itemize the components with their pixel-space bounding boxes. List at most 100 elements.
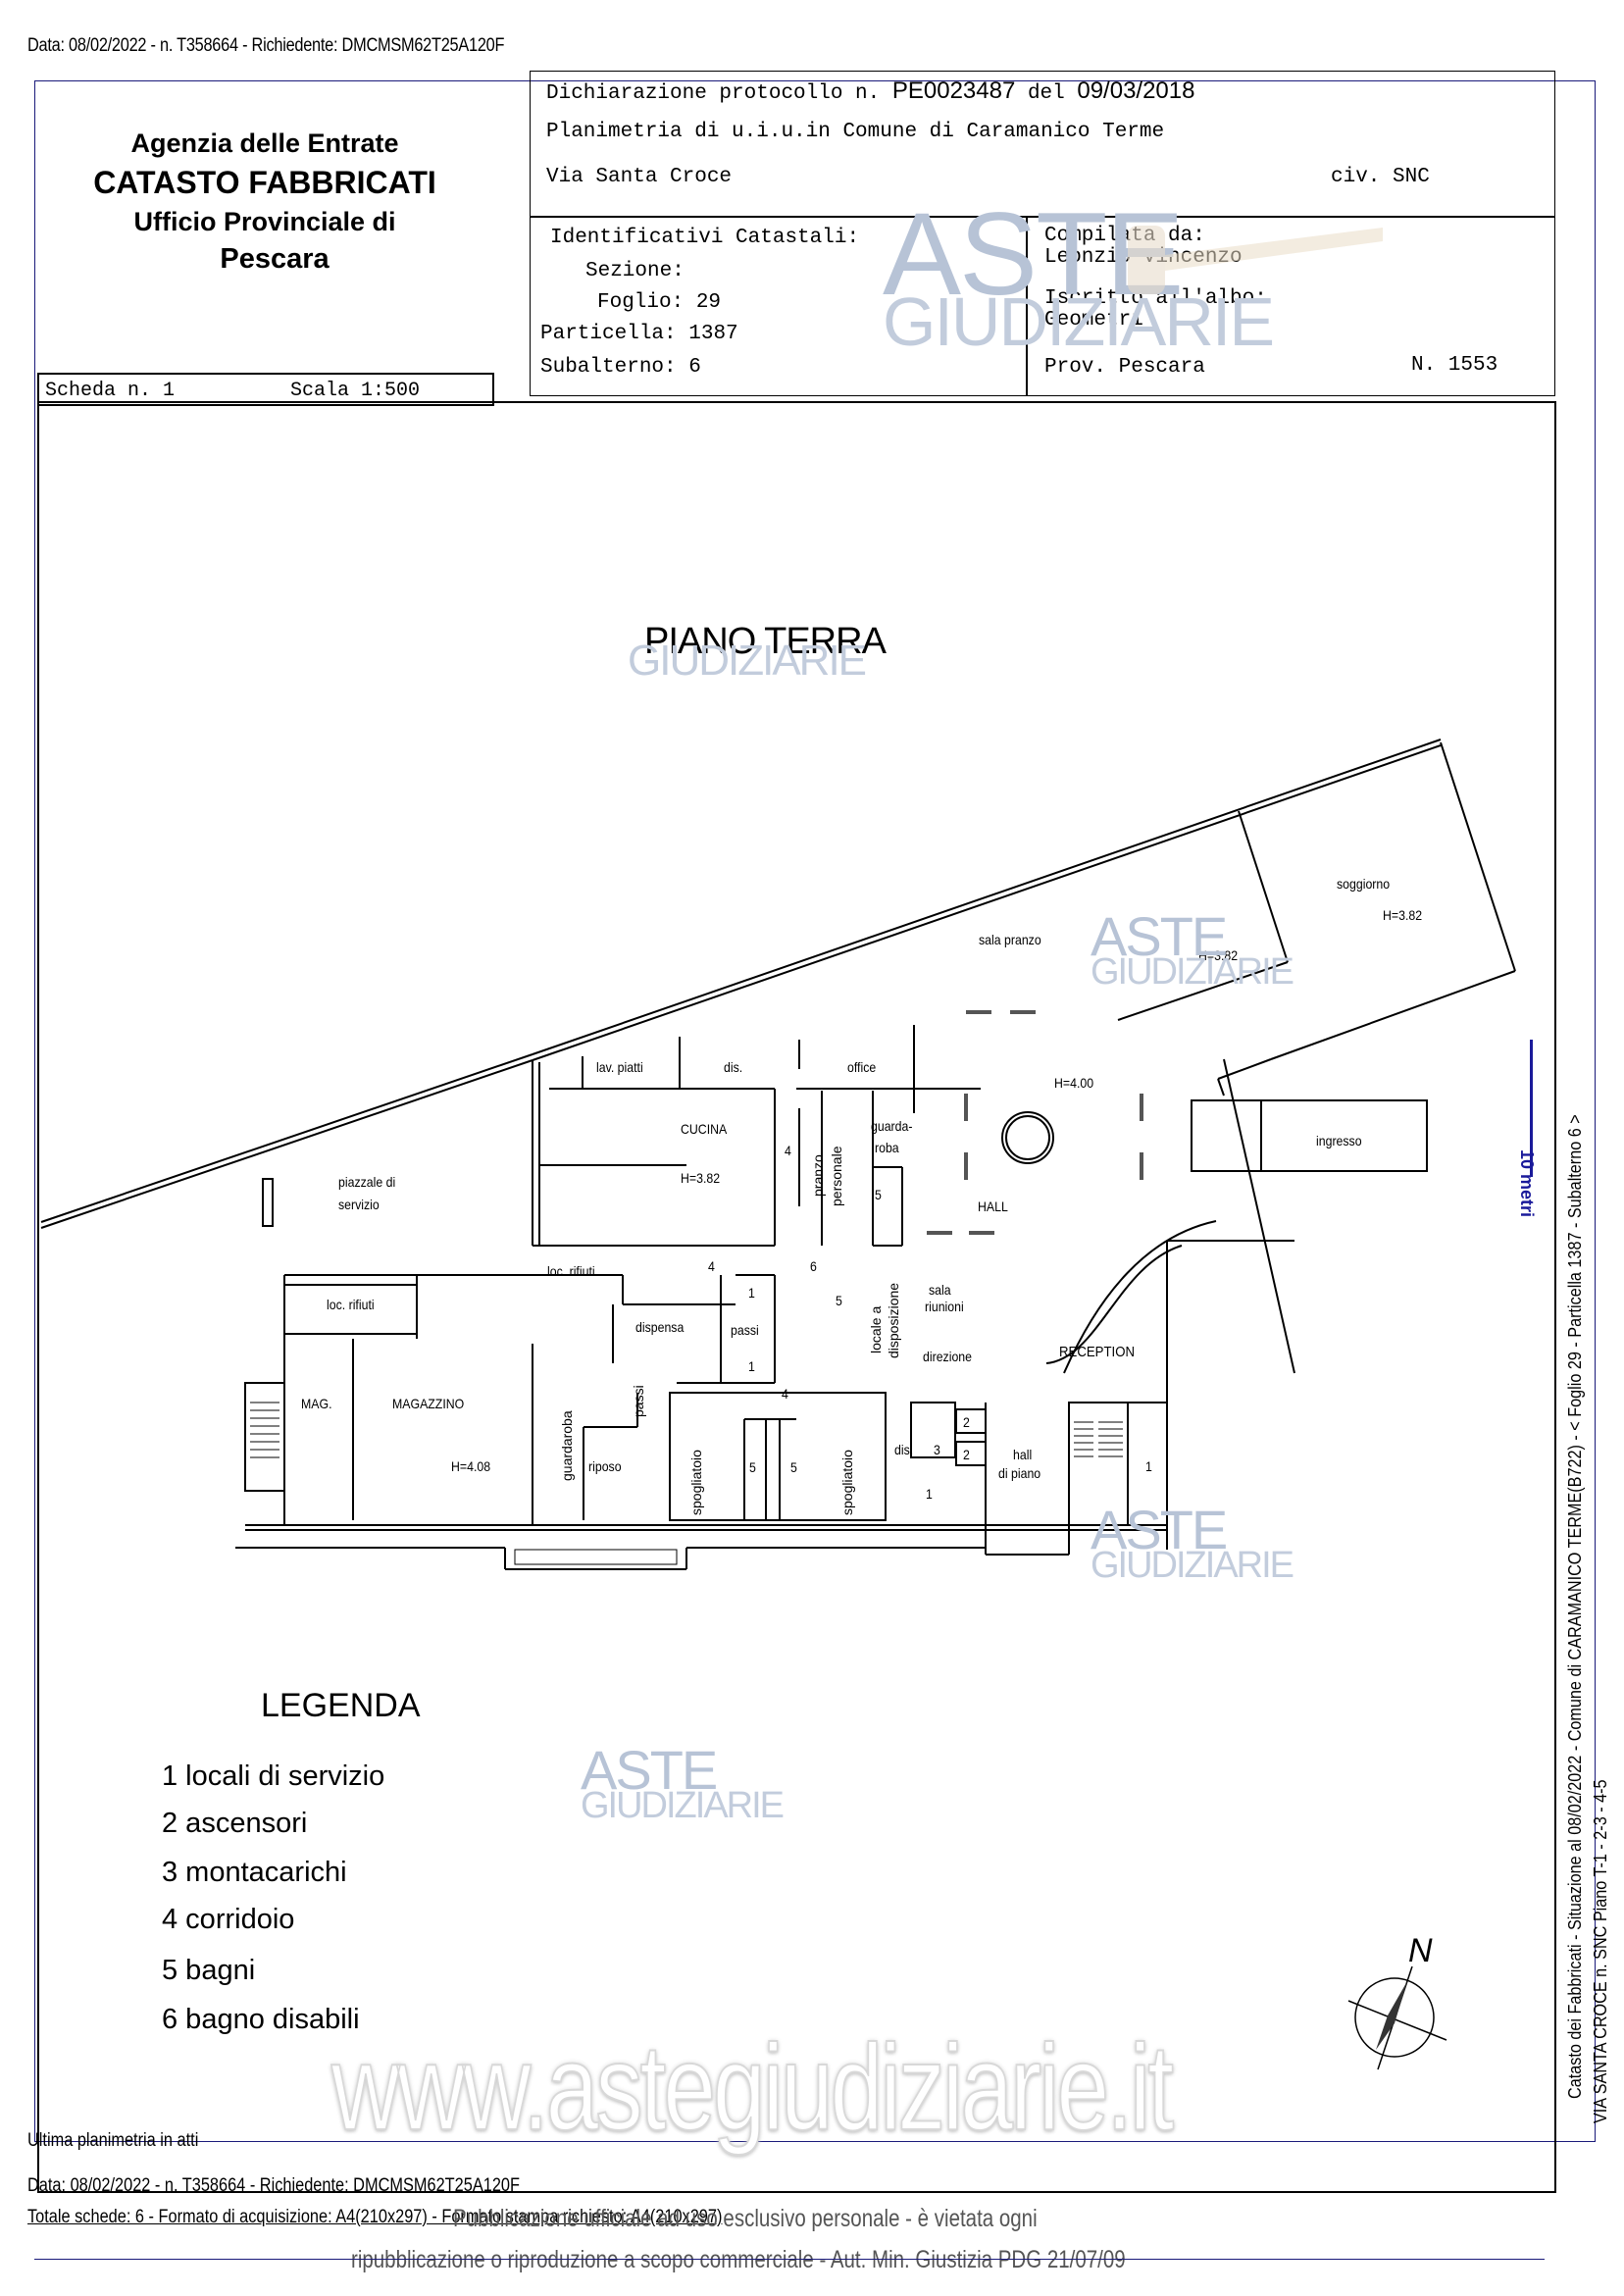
albo-label: Iscritto all'albo:	[1044, 287, 1267, 310]
room-label-vertical: disposizione	[886, 1282, 901, 1358]
watermark-brand-bottom: GIUDIZIARIE	[1091, 1545, 1294, 1587]
room-label: dis.	[894, 1442, 914, 1457]
room-number: 3	[934, 1442, 940, 1457]
catasto-title: CATASTO FABBRICATI	[93, 165, 436, 200]
room-label: lav. piatti	[596, 1059, 643, 1075]
watermark-brand-top: ASTE	[581, 1739, 718, 1801]
room-label-vertical: pranzo	[810, 1154, 826, 1197]
room-height: H=3.82	[681, 1170, 721, 1186]
agency-block: Agenzia delle Entrate CATASTO FABBRICATI…	[59, 126, 471, 279]
watermark-brand-bottom: GIUDIZIARIE	[581, 1785, 785, 1827]
watermark-legend: ASTE GIUDIZIARIE	[581, 1739, 785, 1827]
scala: Scala 1:500	[290, 380, 421, 402]
watermark-plan-right: ASTE GIUDIZIARIE	[1091, 908, 1294, 994]
room-number: 5	[875, 1187, 882, 1202]
room-number: 5	[749, 1459, 756, 1475]
room-label-vertical: personale	[829, 1146, 844, 1207]
room-label: loc. rifiuti	[547, 1263, 595, 1279]
declaration-box: Dichiarazione protocollo n. PE0023487 de…	[530, 71, 1555, 218]
room-number: 6	[810, 1258, 817, 1274]
room-number: 2	[963, 1414, 970, 1430]
room-number: 4	[782, 1386, 788, 1402]
legend-item: 6 bagno disabili	[162, 2004, 360, 2035]
room-label: CUCINA	[681, 1121, 728, 1137]
room-number: 5	[836, 1293, 842, 1308]
particella-value: 1387	[688, 323, 738, 345]
subalterno-row: Subalterno: 6	[540, 356, 701, 379]
protocol-date: 09/03/2018	[1077, 77, 1195, 104]
room-label: riunioni	[925, 1299, 964, 1314]
room-label: guarda-	[871, 1118, 913, 1134]
watermark-brand-top: ASTE	[1091, 1499, 1228, 1560]
room-label: direzione	[923, 1349, 973, 1364]
watermark-brand-bottom: GIUDIZIARIE	[1091, 951, 1294, 994]
planimetria-line: Planimetria di u.i.u.in Comune di Carama…	[546, 121, 1165, 143]
footer-notice-line1: Pubblicazione ufficiale ad uso esclusivo…	[453, 2205, 1038, 2232]
sezione-label: Sezione:	[585, 260, 685, 282]
room-label: sala	[929, 1282, 951, 1298]
legend-item: 4 corridoio	[162, 1904, 295, 1935]
scale-bar	[1530, 1040, 1533, 1177]
room-label: soggiorno	[1337, 876, 1391, 892]
scheda-number: Scheda n. 1	[45, 380, 176, 402]
room-label: office	[847, 1059, 877, 1075]
room-label-vertical: passi	[631, 1385, 646, 1417]
foglio-row: Foglio: 29	[597, 291, 721, 314]
compass-north-label: N	[1408, 1932, 1433, 1969]
room-height: H=3.82	[1198, 947, 1239, 963]
watermark-site: www.astegiudiziarie.it	[330, 2019, 1175, 2157]
foglio-label: Foglio:	[597, 291, 685, 314]
scale-bar-label: 10 metri	[1517, 1149, 1537, 1218]
room-label: loc. rifiuti	[327, 1297, 375, 1312]
particella-label: Particella:	[540, 323, 677, 345]
protocol-del: del	[1027, 82, 1065, 105]
room-label-vertical: spogliatoio	[839, 1450, 855, 1515]
room-label: MAGAZZINO	[392, 1396, 465, 1411]
subalterno-value: 6	[688, 356, 701, 379]
legend-item: 1 locali di servizio	[162, 1760, 385, 1792]
room-label-vertical: guardaroba	[559, 1410, 575, 1481]
ultima-planimetria: Ultima planimetria in atti	[27, 2130, 199, 2151]
room-number: 1	[926, 1486, 933, 1502]
room-label: MAG.	[301, 1396, 332, 1411]
room-label: servizio	[338, 1197, 380, 1212]
registration-line-bottom	[34, 2259, 1545, 2260]
room-label: hall	[1013, 1447, 1033, 1462]
room-number: 5	[790, 1459, 797, 1475]
agency-name: Agenzia delle Entrate	[130, 128, 399, 158]
footer-notice-line2: ripubblicazione o riproduzione a scopo c…	[351, 2246, 1126, 2273]
watermark-plan-bottom: ASTE GIUDIZIARIE	[1091, 1499, 1294, 1587]
scheda-box: Scheda n. 1 Scala 1:500	[37, 373, 494, 406]
room-height: H=3.82	[1383, 907, 1423, 923]
foglio-value: 29	[695, 291, 722, 314]
plan-frame	[37, 401, 1556, 2193]
room-label: HALL	[978, 1199, 1008, 1214]
room-number: 2	[963, 1447, 970, 1462]
legend-item: 5 bagni	[162, 1955, 256, 1986]
room-label-vertical: spogliatoio	[688, 1450, 704, 1515]
legend-list: 1 locali di servizio 2 ascensori 3 monta…	[162, 1760, 384, 2051]
side-text-line1: Catasto dei Fabbricati - Situazione al 0…	[1565, 1114, 1585, 2099]
room-label: sala pranzo	[979, 932, 1041, 947]
watermark-brand-bottom: GIUDIZIARIE	[883, 283, 1275, 360]
room-number: 4	[785, 1143, 791, 1158]
room-label: dis.	[724, 1059, 743, 1075]
gavel-icon	[1128, 226, 1383, 294]
room-number: 1	[748, 1285, 755, 1301]
room-label: riposo	[588, 1458, 622, 1474]
footer-totale: Totale schede: 6 - Formato di acquisizio…	[27, 2207, 723, 2227]
top-request-line: Data: 08/02/2022 - n. T358664 - Richiede…	[27, 35, 505, 56]
protocol-prefix: Dichiarazione protocollo n.	[546, 82, 881, 105]
room-label: passi	[731, 1322, 759, 1338]
room-height: H=4.00	[1054, 1075, 1094, 1091]
compass-icon	[1347, 1966, 1447, 2070]
room-label: ingresso	[1316, 1133, 1362, 1148]
protocol-number: PE0023487	[891, 77, 1016, 104]
identificativi-box: Identificativi Catastali: Sezione: Fogli…	[530, 216, 1028, 396]
albo-number: N. 1553	[1411, 354, 1498, 377]
room-number: 1	[748, 1358, 755, 1374]
compilata-box: Compilata da: Leonzio Vincenzo Iscritto …	[1026, 216, 1555, 396]
albo-value: Geometri	[1044, 309, 1143, 332]
room-label: RECEPTION	[1059, 1344, 1136, 1360]
